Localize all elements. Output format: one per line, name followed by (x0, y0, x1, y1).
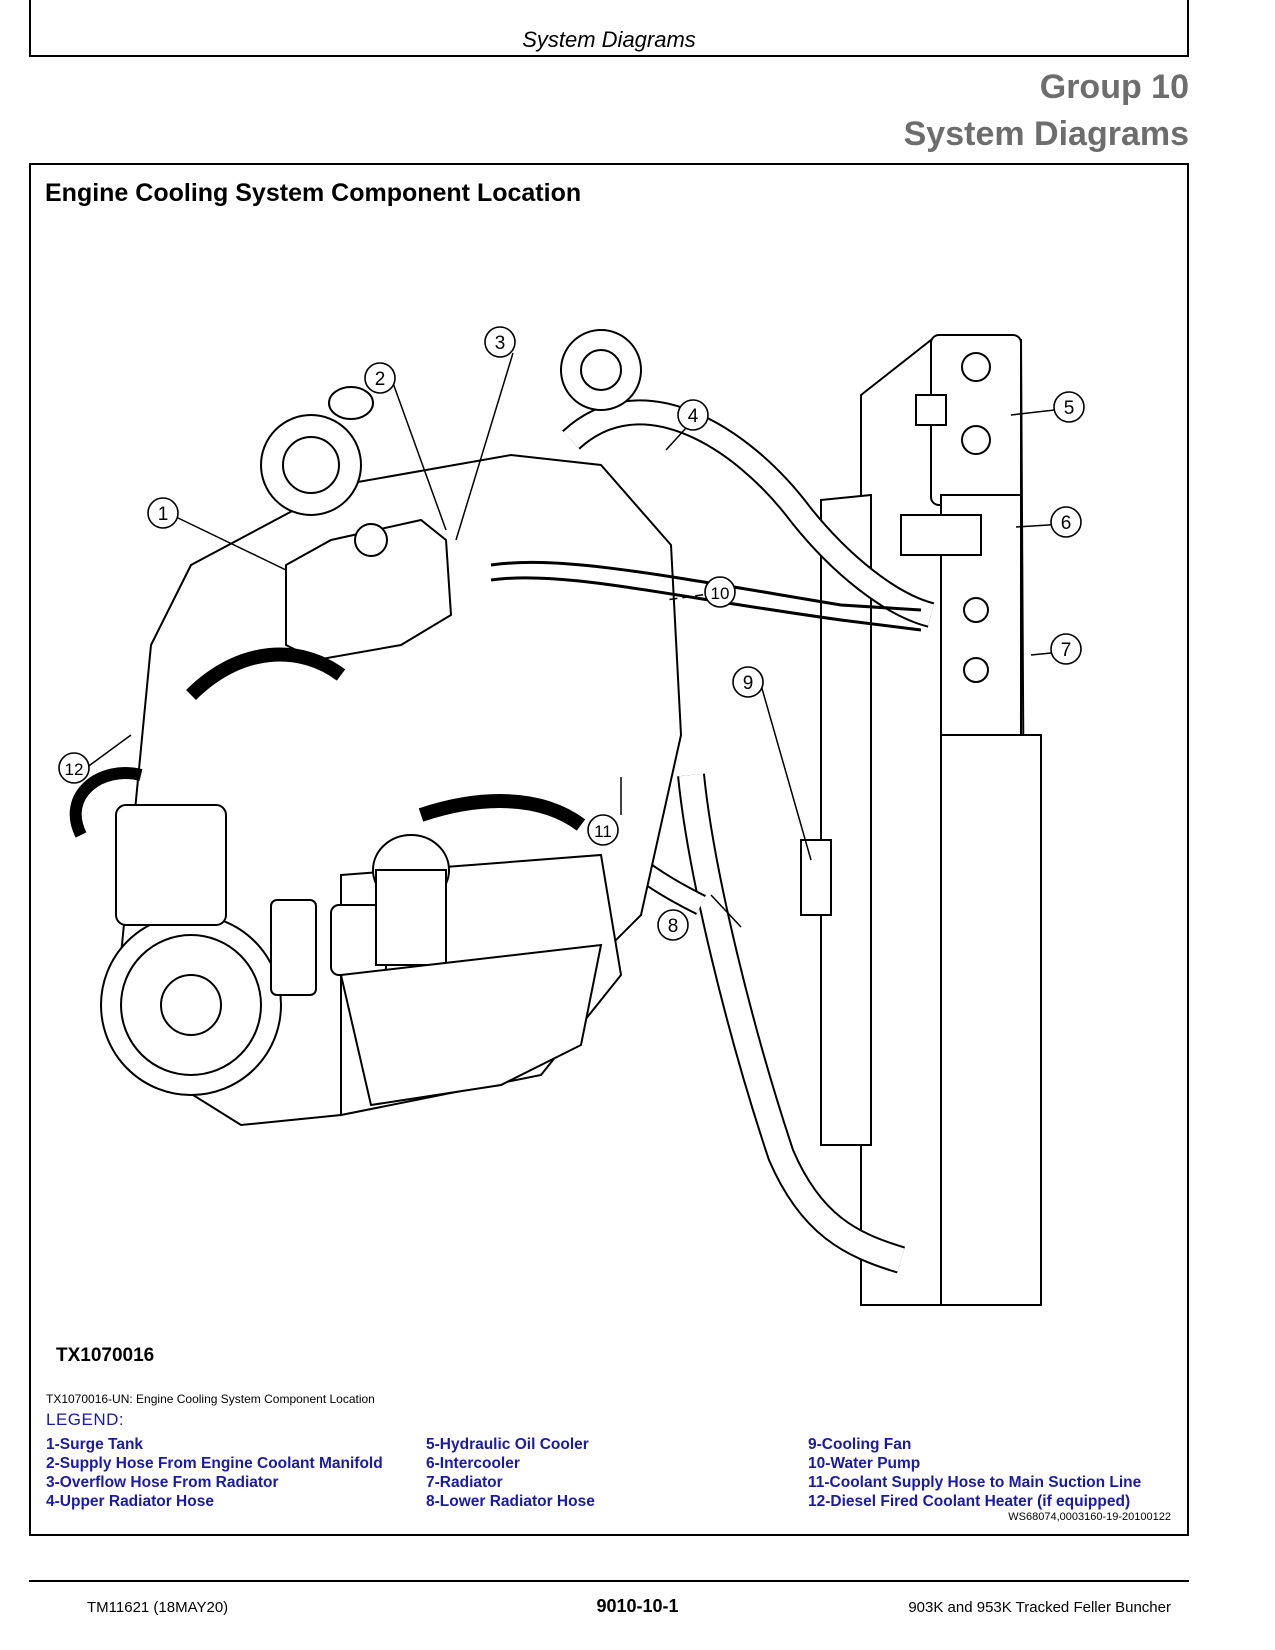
legend-item: 1-Surge Tank (46, 1436, 144, 1453)
footer-manual-id: TM11621 (18MAY20) (87, 1599, 229, 1616)
running-header: System Diagrams (29, 0, 1189, 57)
legend-column-1: 1-Surge Tank 2-Supply Hose From Engine C… (46, 1435, 383, 1511)
svg-text:10: 10 (711, 584, 730, 603)
legend-item: 7-Radiator (426, 1474, 503, 1491)
svg-text:9: 9 (743, 673, 754, 694)
footer-machine-name: 903K and 953K Tracked Feller Buncher (908, 1599, 1171, 1616)
figure-id: TX1070016 (56, 1345, 155, 1366)
engine-cooling-diagram: 1 2 3 4 5 6 7 8 9 10 11 12 (58, 326, 1085, 1306)
svg-text:8: 8 (668, 916, 679, 937)
legend-item: 10-Water Pump (808, 1455, 921, 1472)
callout-11: 11 (587, 814, 619, 846)
callout-9: 9 (732, 666, 764, 698)
reference-code: WS68074,0003160-19-20100122 (1008, 1511, 1171, 1523)
svg-text:5: 5 (1064, 398, 1075, 419)
legend-item: 3-Overflow Hose From Radiator (46, 1474, 279, 1491)
footer-page-number: 9010-10-1 (596, 1596, 679, 1616)
content-frame: Engine Cooling System Component Location (29, 163, 1189, 1536)
callout-4: 4 (677, 399, 709, 431)
running-title: System Diagrams (522, 27, 696, 52)
legend-column-2: 5-Hydraulic Oil Cooler 6-Intercooler 7-R… (426, 1435, 595, 1511)
callout-1: 1 (147, 497, 179, 529)
callout-6: 6 (1050, 506, 1082, 538)
callout-7: 7 (1050, 633, 1082, 665)
figure-caption: TX1070016-UN: Engine Cooling System Comp… (46, 1392, 375, 1406)
svg-text:7: 7 (1061, 640, 1072, 661)
svg-text:2: 2 (375, 369, 386, 390)
legend-title: LEGEND: (46, 1410, 125, 1429)
callout-10: 10 (704, 576, 736, 608)
footer-divider (29, 1580, 1189, 1582)
legend-item: 5-Hydraulic Oil Cooler (426, 1436, 589, 1453)
group-number: Group 10 (1039, 68, 1189, 106)
legend-item: 9-Cooling Fan (808, 1436, 912, 1453)
section-title: Engine Cooling System Component Location (45, 179, 582, 207)
callout-12: 12 (58, 752, 90, 784)
legend-item: 2-Supply Hose From Engine Coolant Manifo… (46, 1455, 383, 1472)
legend-item: 12-Diesel Fired Coolant Heater (if equip… (808, 1493, 1131, 1510)
legend-column-3: 9-Cooling Fan 10-Water Pump 11-Coolant S… (808, 1435, 1141, 1511)
legend-item: 6-Intercooler (426, 1455, 520, 1472)
callout-5: 5 (1053, 391, 1085, 423)
legend-item: 4-Upper Radiator Hose (46, 1493, 214, 1510)
group-title: System Diagrams (903, 115, 1189, 153)
svg-text:3: 3 (495, 333, 506, 354)
callout-2: 2 (364, 362, 396, 394)
callout-8: 8 (657, 909, 689, 941)
legend-item: 8-Lower Radiator Hose (426, 1493, 595, 1510)
svg-text:12: 12 (65, 760, 84, 779)
svg-text:11: 11 (594, 822, 612, 841)
svg-text:6: 6 (1061, 513, 1072, 534)
svg-text:4: 4 (688, 406, 699, 427)
svg-text:1: 1 (158, 504, 169, 525)
callout-3: 3 (484, 326, 516, 358)
legend-item: 11-Coolant Supply Hose to Main Suction L… (808, 1474, 1142, 1491)
callout-labels: 1 2 3 4 5 6 7 8 9 10 11 12 (58, 326, 1085, 941)
